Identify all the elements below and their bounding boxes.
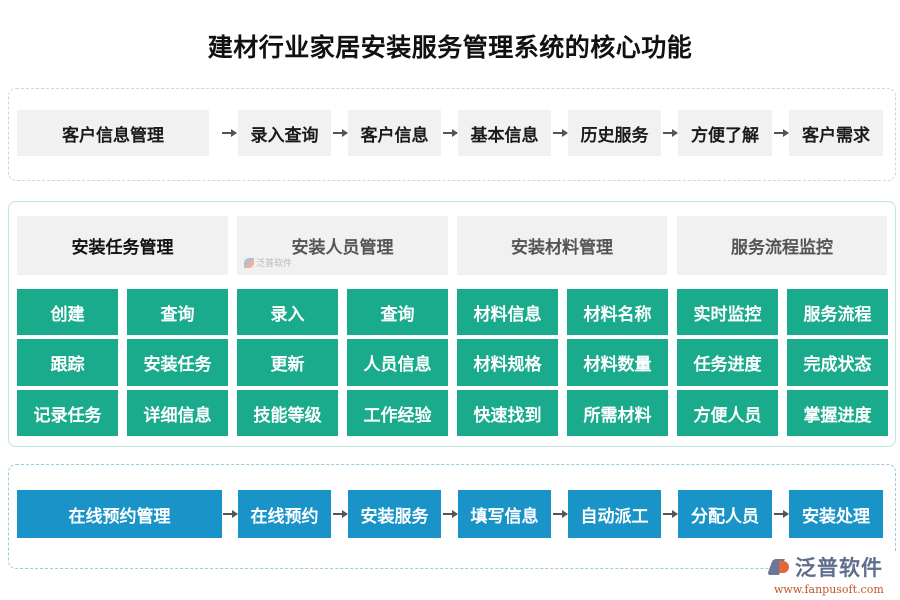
customer-step-2: 客户信息 [348,110,441,156]
module-cell: 完成状态 [787,339,888,386]
module-header-install-staff: 安装人员管理 [237,216,448,275]
module-cell: 服务流程 [787,289,888,335]
module-cell: 详细信息 [127,390,228,436]
module-cell: 材料信息 [457,289,558,335]
arrow-right-icon [333,129,348,137]
module-cell: 人员信息 [347,339,448,386]
arrow-right-icon [553,129,568,137]
module-cell: 实时监控 [677,289,778,335]
module-cell: 更新 [237,339,338,386]
module-cell: 材料名称 [567,289,668,335]
module-header-install-tasks: 安装任务管理 [17,216,228,275]
booking-step-1: 在线预约 [238,490,331,538]
arrow-right-icon [774,510,789,518]
arrow-right-icon [553,510,568,518]
fanpu-logo-icon [244,257,254,268]
arrow-right-icon [333,510,348,518]
arrow-right-icon [663,510,678,518]
module-cell: 工作经验 [347,390,448,436]
customer-step-6: 客户需求 [789,110,883,156]
booking-step-3: 填写信息 [458,490,551,538]
booking-step-5: 分配人员 [678,490,772,538]
module-cell: 技能等级 [237,390,338,436]
module-header-install-materials: 安装材料管理 [457,216,667,275]
arrow-right-icon [222,129,237,137]
customer-step-4: 历史服务 [568,110,661,156]
customer-step-5: 方便了解 [678,110,772,156]
arrow-right-icon [663,129,678,137]
fanpu-logo: 泛普软件 www.fanpusoft.com [770,552,896,598]
module-cell: 所需材料 [567,390,668,436]
watermark-text: 泛普软件 [256,259,293,269]
logo-name: 泛普软件 [795,556,883,580]
module-cell: 录入 [237,289,338,335]
customer-info-management-head: 客户信息管理 [17,110,209,156]
customer-step-3: 基本信息 [458,110,551,156]
customer-step-1: 录入查询 [238,110,331,156]
booking-step-4: 自动派工 [568,490,661,538]
module-cell: 材料数量 [567,339,668,386]
module-cell: 记录任务 [17,390,118,436]
module-cell: 查询 [347,289,448,335]
module-cell: 材料规格 [457,339,558,386]
online-booking-management-head: 在线预约管理 [17,490,222,538]
customer-info-section [8,88,896,181]
fanpu-logo-icon [770,557,792,577]
module-cell: 掌握进度 [787,390,888,436]
module-cell: 创建 [17,289,118,335]
booking-step-2: 安装服务 [348,490,441,538]
module-cell: 跟踪 [17,339,118,386]
module-cell: 方便人员 [677,390,778,436]
module-cell: 快速找到 [457,390,558,436]
modules-section [8,201,896,447]
logo-url: www.fanpusoft.com [774,583,884,596]
module-cell: 安装任务 [127,339,228,386]
arrow-right-icon [223,510,238,518]
booking-step-6: 安装处理 [789,490,883,538]
module-cell: 查询 [127,289,228,335]
arrow-right-icon [774,129,789,137]
arrow-right-icon [443,129,458,137]
module-header-process-monitoring: 服务流程监控 [677,216,887,275]
diagram-title: 建材行业家居安装服务管理系统的核心功能 [207,33,693,62]
watermark-logo: 泛普软件 [244,256,292,269]
online-booking-section [8,464,896,569]
arrow-right-icon [443,510,458,518]
module-cell: 任务进度 [677,339,778,386]
